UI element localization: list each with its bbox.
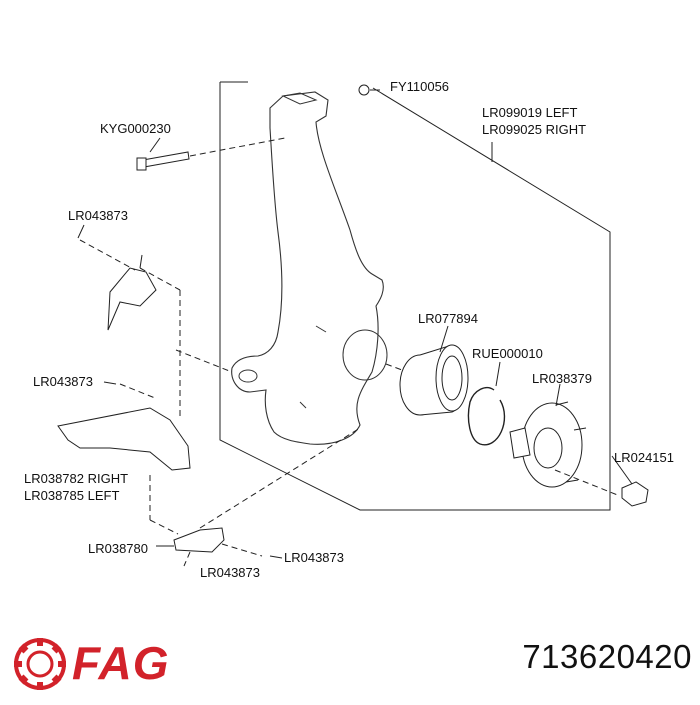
fag-logo-icon (14, 638, 66, 690)
fag-logo: FAG (6, 632, 176, 692)
wheel-bearing (399, 344, 469, 416)
mud-shield (57, 407, 191, 471)
label-lr038785-left: LR038785 LEFT (24, 488, 120, 503)
label-lr077894: LR077894 (418, 311, 478, 326)
label-lr038379: LR038379 (532, 371, 592, 386)
hub-nut (621, 481, 649, 507)
bracket-lower (173, 527, 225, 553)
wheel-hub (509, 401, 587, 488)
bolt-kyg000230 (136, 151, 190, 171)
label-lr043873-lower: LR043873 (200, 565, 260, 580)
label-lr024151: LR024151 (614, 450, 674, 465)
label-lr043873-right: LR043873 (284, 550, 344, 565)
label-lr099019-left: LR099019 LEFT (482, 105, 578, 120)
bracket-upper (107, 267, 157, 331)
brand-name: FAG (72, 637, 170, 689)
steering-knuckle (231, 91, 384, 445)
snap-ring (467, 386, 506, 446)
part-number: 713620420 (522, 638, 692, 675)
knuckle-bore (342, 329, 388, 381)
label-lr099025-right: LR099025 RIGHT (482, 122, 587, 137)
label-lr038780: LR038780 (88, 541, 148, 556)
label-lr043873-upper: LR043873 (68, 208, 128, 223)
label-lr038782-right: LR038782 RIGHT (24, 471, 129, 486)
nut-fy110056 (358, 84, 370, 96)
label-rue000010: RUE000010 (472, 346, 543, 361)
label-lr043873-middle: LR043873 (33, 374, 93, 389)
label-fy110056: FY110056 (390, 79, 450, 94)
label-kyg000230: KYG000230 (100, 121, 171, 136)
